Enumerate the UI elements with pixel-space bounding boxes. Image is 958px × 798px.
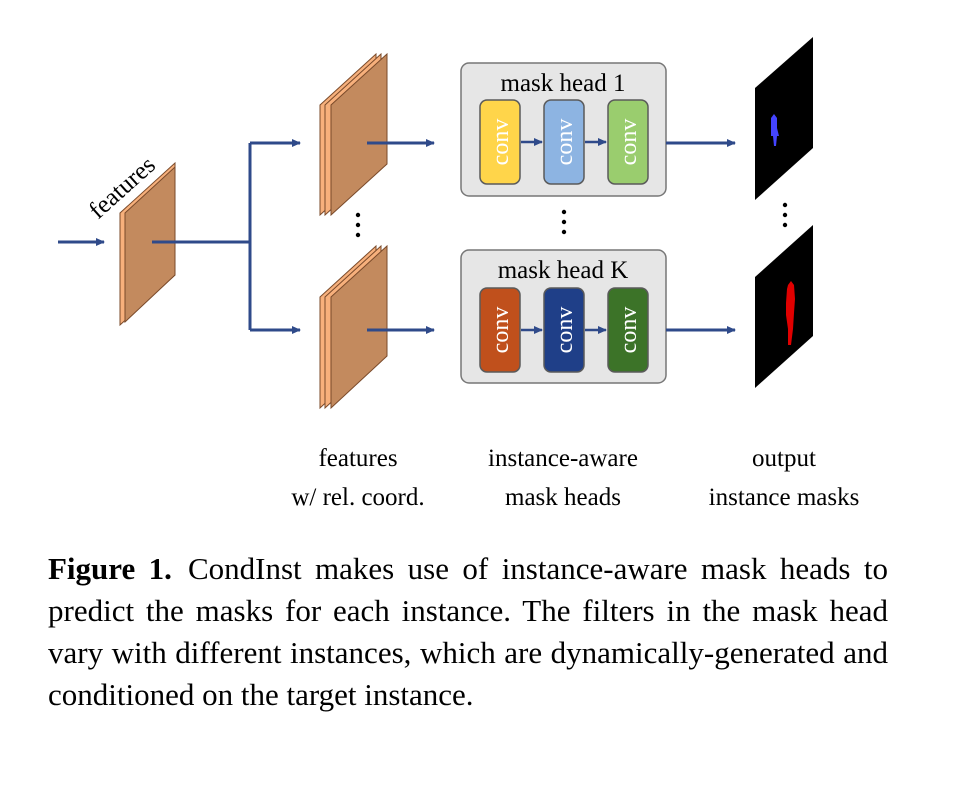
- mask-head-k-conv-2-label: conv: [552, 307, 578, 354]
- feature-stack-ellipsis: [355, 212, 361, 238]
- mask-head-ellipsis: [561, 209, 567, 235]
- mask-head-1-conv-3-label: conv: [616, 119, 642, 166]
- mask-head-k-title: mask head K: [498, 257, 629, 284]
- mask-head-1-title: mask head 1: [501, 70, 626, 97]
- mask-head-k-conv-1-label: conv: [488, 307, 514, 354]
- figure-caption-label: Figure 1.: [48, 551, 172, 586]
- mask-head-k-conv-3-label: conv: [616, 307, 642, 354]
- mask-head-k-conv-2: [543, 287, 585, 373]
- mask-head-1-conv-2-label: conv: [552, 119, 578, 166]
- mask-head-1-conv-1-label: conv: [488, 119, 514, 166]
- mask-head-1-conv-3: [607, 99, 649, 185]
- column-label-output-line1: output: [752, 445, 816, 472]
- branch-arrows: [152, 139, 301, 334]
- input-feature-map: [119, 161, 176, 327]
- column-label-features-line1: features: [318, 445, 397, 472]
- condinst-diagram: features mask head 1 conv conv conv: [58, 37, 860, 511]
- column-label-heads-line2: mask heads: [505, 484, 621, 511]
- mask-head-k: mask head K conv conv conv: [460, 249, 667, 384]
- output-mask-1: [755, 37, 813, 200]
- rel-coord-feature-stack-k: [319, 244, 388, 410]
- figure-caption: Figure 1.CondInst makes use of instance-…: [48, 548, 888, 716]
- rel-coord-feature-stack-1: [319, 52, 388, 217]
- column-label-heads-line1: instance-aware: [488, 445, 638, 472]
- output-mask-k: [755, 225, 813, 388]
- mask-head-k-conv-1: [479, 287, 521, 373]
- output-ellipsis: [782, 202, 788, 228]
- figure-caption-text: CondInst makes use of instance-aware mas…: [48, 551, 889, 712]
- mask-head-1-conv-2: [543, 99, 585, 185]
- column-label-output-line2: instance masks: [709, 484, 860, 511]
- column-label-features-line2: w/ rel. coord.: [291, 484, 424, 511]
- mask-head-1: mask head 1 conv conv conv: [460, 62, 667, 197]
- mask-head-1-conv-1: [479, 99, 521, 185]
- mask-head-k-conv-3: [607, 287, 649, 373]
